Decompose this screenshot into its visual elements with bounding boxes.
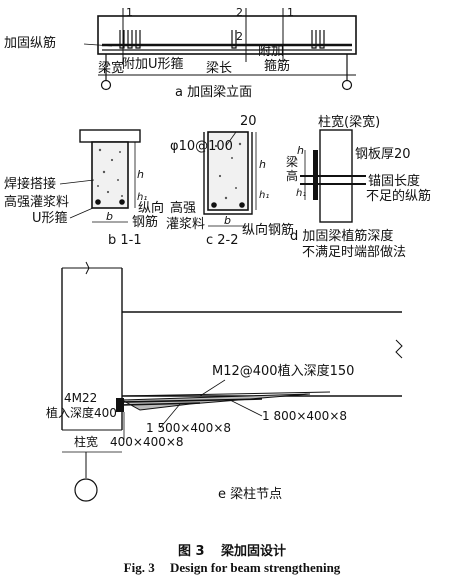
label-20: 20 — [240, 114, 257, 129]
label-rebar: 加固纵筋 — [4, 35, 56, 51]
dim-h: h — [297, 144, 304, 157]
stirrup-outline — [203, 132, 253, 215]
label-beamh-2: 高 — [286, 168, 298, 183]
panel-d-title-2: 不满足时端部做法 — [302, 245, 406, 260]
caption-cn-num: 图 3 — [177, 544, 205, 559]
u-stirrup — [127, 30, 133, 49]
rebar-dot — [239, 202, 245, 208]
label-colwidth: 柱宽(梁宽) — [318, 114, 380, 130]
label-plate: 钢板厚20 — [355, 147, 411, 162]
u-stirrup — [311, 30, 317, 49]
label-beam-width: 梁宽 — [98, 60, 124, 76]
label-spacing: φ10@100 — [170, 139, 233, 154]
label-beam-length: 梁长 — [206, 61, 232, 76]
section-mark-1: 1 — [126, 6, 133, 19]
dim-b: b — [106, 210, 113, 223]
label-embed: 植入深度400 — [46, 405, 117, 420]
dim-h: h — [137, 168, 144, 181]
label-plate-3: 400×400×8 — [110, 435, 184, 449]
label-4m22: 4M22 — [64, 391, 97, 405]
beam-outline — [97, 15, 357, 55]
u-stirrup — [231, 30, 237, 49]
u-stirrup — [319, 30, 325, 49]
dim-h1: h₁ — [137, 192, 147, 203]
caption-cn: 图 3 梁加固设计 — [0, 540, 464, 559]
label-long: 纵向 — [138, 200, 164, 216]
u-stirrup — [135, 30, 141, 49]
label-plate-1: 1 800×400×8 — [262, 409, 347, 423]
label-grout-1: 高强 — [170, 200, 196, 216]
dim-b: b — [224, 214, 231, 227]
panel-c-section: h h₁ b φ10@100 20 高强 灌浆料 纵向钢筋 c 2-2 — [166, 114, 294, 248]
label-colwidth: 柱宽 — [74, 434, 98, 449]
panel-b-title: b 1-1 — [108, 233, 142, 248]
caption-en-text: Design for beam strengthening — [169, 560, 341, 575]
dim-h1: h₁ — [296, 188, 306, 199]
label-anchor: 锚固长度 — [368, 173, 420, 189]
support-left — [100, 79, 112, 91]
panel-a-title: a 加固梁立面 — [175, 85, 252, 100]
dim-h1: h₁ — [259, 190, 269, 201]
caption-cn-text: 梁加固设计 — [221, 544, 287, 559]
dim-h: h — [259, 158, 266, 171]
panel-b-section: h h₁ b 焊接搭接 高强灌浆料 U形箍 纵向 钢筋 b 1-1 — [4, 129, 164, 248]
figure-drawing: 1 2 1 2 加固纵筋 附加U形箍 附加 箍筋 梁宽 梁长 a 加固梁立面 h — [4, 6, 431, 502]
u-stirrup — [119, 30, 125, 49]
label-beamh-1: 梁 — [286, 154, 298, 169]
panel-e-joint: M12@400植入深度150 4M22 植入深度400 1 800×400×8 … — [46, 261, 403, 502]
label-extra-rebar: 附加 — [258, 44, 284, 59]
end-plate — [116, 398, 124, 412]
section-mark-1b: 1 — [287, 6, 294, 19]
panel-d-detail: 柱宽(梁宽) 钢板厚20 锚固长度 不足的纵筋 梁 高 h h₁ d 加固梁植筋… — [286, 114, 431, 260]
rebar-dot — [119, 199, 125, 205]
panel-c-title: c 2-2 — [206, 233, 239, 248]
label-extra-rebar-2: 箍筋 — [264, 58, 290, 74]
label-long-2: 钢筋 — [132, 214, 158, 230]
beam-section-1 — [91, 141, 129, 209]
label-short: 不足的纵筋 — [366, 188, 431, 204]
rebar-dot — [211, 202, 217, 208]
panel-a-elevation: 1 2 1 2 加固纵筋 附加U形箍 附加 箍筋 梁宽 梁长 a 加固梁立面 — [4, 6, 357, 100]
axis-circle — [74, 478, 98, 502]
label-long: 纵向钢筋 — [242, 222, 294, 238]
label-grout-2: 灌浆料 — [166, 217, 205, 232]
label-plate-2: 1 500×400×8 — [146, 421, 231, 435]
label-extra-u: 附加U形箍 — [122, 56, 184, 72]
label-grout: 高强灌浆料 — [4, 194, 69, 210]
label-weld: 焊接搭接 — [4, 176, 56, 192]
panel-e-title: e 梁柱节点 — [218, 487, 282, 502]
label-ustirrup: U形箍 — [32, 210, 68, 226]
beam-section-2 — [207, 131, 249, 211]
section-mark-2: 2 — [236, 6, 243, 19]
panel-d-title-1: d 加固梁植筋深度 — [290, 228, 393, 244]
support-right — [341, 79, 353, 91]
caption-en: Fig. 3 Design for beam strengthening — [0, 560, 464, 576]
rebar-dot — [95, 199, 101, 205]
label-m12: M12@400植入深度150 — [212, 363, 354, 379]
section-mark-2b: 2 — [236, 30, 243, 43]
caption-en-num: Fig. 3 — [123, 560, 155, 575]
